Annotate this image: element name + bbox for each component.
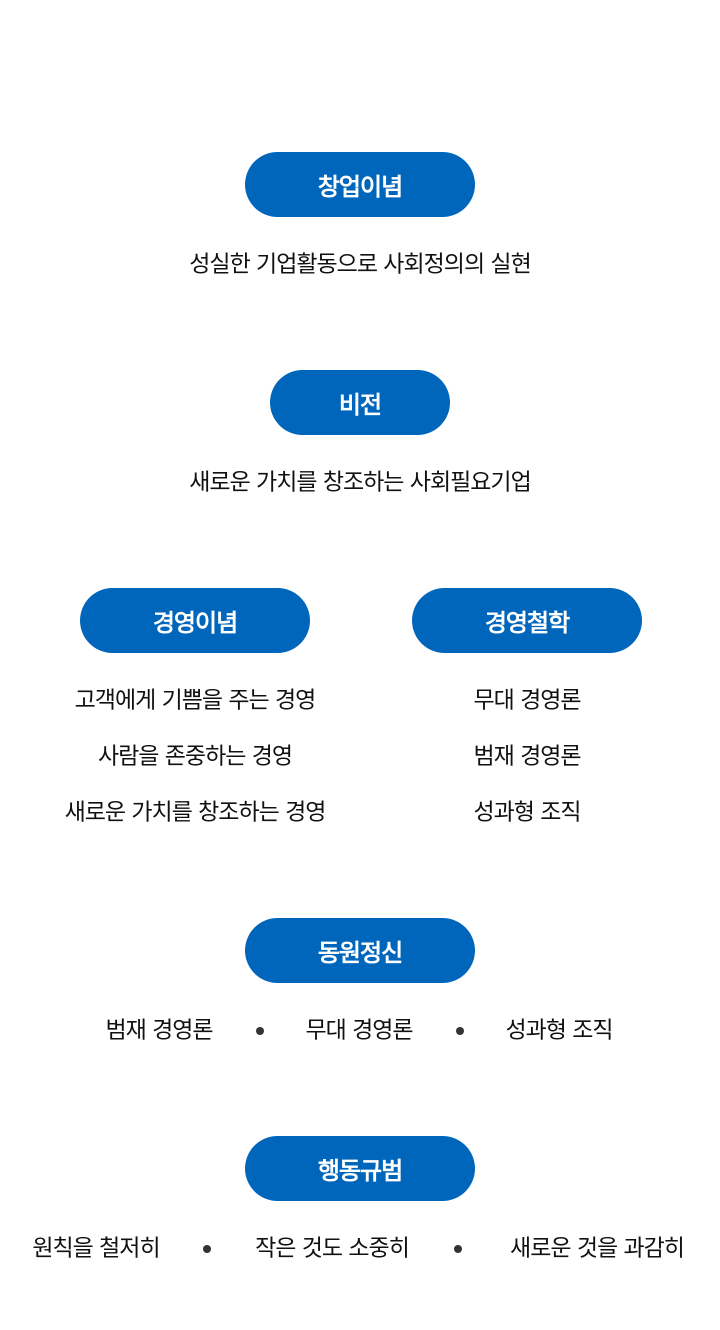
management-philosophy-item: 무대 경영론	[473, 687, 581, 714]
code-of-conduct-badge: 행동규범	[245, 1136, 475, 1201]
vision-badge: 비전	[270, 370, 450, 435]
code-of-conduct-item: 새로운 것을 과감히	[510, 1235, 685, 1262]
dongwon-spirit-item: 범재 경영론	[105, 1017, 213, 1044]
management-ideology-badge: 경영이념	[80, 588, 310, 653]
code-of-conduct-item: 원칙을 철저히	[32, 1235, 160, 1262]
bullet-dot	[454, 1245, 462, 1253]
management-philosophy-item: 성과형 조직	[473, 799, 581, 826]
bullet-dot	[203, 1245, 211, 1253]
management-philosophy-item: 범재 경영론	[473, 743, 581, 770]
code-of-conduct-item: 작은 것도 소중히	[255, 1235, 410, 1262]
management-ideology-item: 고객에게 기쁨을 주는 경영	[74, 687, 317, 714]
founding-text: 성실한 기업활동으로 사회정의의 실현	[189, 251, 531, 278]
dongwon-spirit-item: 성과형 조직	[505, 1017, 613, 1044]
management-ideology-item: 새로운 가치를 창조하는 경영	[64, 799, 327, 826]
management-philosophy-badge: 경영철학	[412, 588, 642, 653]
bullet-dot	[456, 1027, 464, 1035]
founding-badge: 창업이념	[245, 152, 475, 217]
bullet-dot	[256, 1027, 264, 1035]
dongwon-spirit-item: 무대 경영론	[305, 1017, 413, 1044]
vision-text: 새로운 가치를 창조하는 사회필요기업	[189, 469, 531, 496]
management-ideology-item: 사람을 존중하는 경영	[97, 743, 293, 770]
dongwon-spirit-badge: 동원정신	[245, 918, 475, 983]
